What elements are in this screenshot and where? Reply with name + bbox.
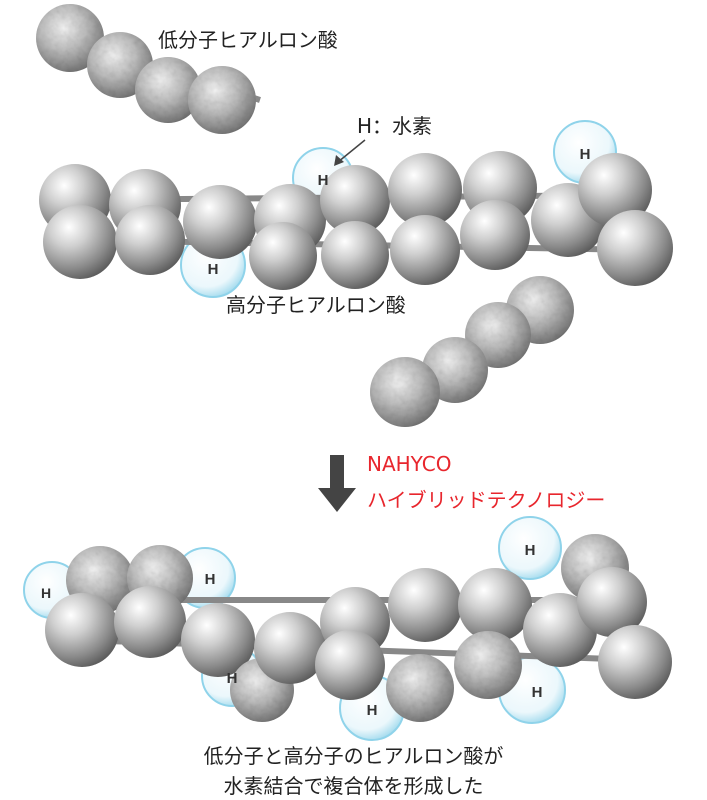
low-mw-chain-top <box>36 4 261 134</box>
low-mw-sphere <box>36 4 104 72</box>
low-mw-label: 低分子ヒアルロン酸 <box>158 28 338 52</box>
hydrogen-label: H：水素 <box>357 114 433 138</box>
low-mw-sphere <box>386 654 454 722</box>
caption-line-2: 水素結合で複合体を形成した <box>223 774 484 798</box>
high-mw-sphere <box>578 153 652 227</box>
hydrogen-symbol: H <box>367 702 378 719</box>
high-mw-sphere <box>315 630 385 700</box>
high-mw-sphere <box>43 205 117 279</box>
composite-chain: H H H H H H <box>23 516 672 741</box>
high-mw-sphere <box>598 625 672 699</box>
low-mw-sphere <box>454 631 522 699</box>
high-mw-sphere <box>114 586 186 658</box>
hydrogen-symbol: H <box>205 571 216 588</box>
high-mw-sphere <box>597 210 673 286</box>
down-arrow-icon <box>318 455 356 512</box>
low-mw-chain-right <box>370 276 574 427</box>
high-mw-sphere <box>183 185 257 259</box>
high-mw-sphere <box>249 222 317 290</box>
high-mw-sphere <box>458 568 532 642</box>
high-mw-sphere <box>45 593 119 667</box>
high-mw-sphere <box>388 568 462 642</box>
hydrogen-pointer <box>334 139 366 166</box>
high-mw-sphere <box>390 215 460 285</box>
hydrogen-symbol: H <box>318 172 329 189</box>
caption-line-1: 低分子と高分子のヒアルロン酸が <box>203 744 504 768</box>
high-mw-sphere <box>321 221 389 289</box>
brand-label: NAHYCO <box>367 452 452 476</box>
hydrogen-symbol: H <box>532 684 543 701</box>
high-mw-sphere <box>388 153 462 227</box>
high-mw-sphere <box>577 567 647 637</box>
hydrogen-symbol: H <box>208 261 219 278</box>
hydrogen-bubble-icon <box>498 516 562 580</box>
technology-label: ハイブリッドテクノロジー <box>367 488 606 512</box>
low-mw-sphere <box>370 357 440 427</box>
high-mw-sphere <box>320 165 390 235</box>
high-mw-sphere <box>460 200 530 270</box>
high-mw-sphere <box>254 612 326 684</box>
low-mw-sphere <box>188 66 256 134</box>
high-mw-chain: H H H <box>39 120 673 298</box>
hydrogen-symbol: H <box>525 542 536 559</box>
hydrogen-symbol: H <box>580 146 591 163</box>
high-mw-sphere <box>115 205 185 275</box>
high-mw-sphere <box>181 603 255 677</box>
low-mw-sphere <box>135 57 201 123</box>
high-mw-label: 高分子ヒアルロン酸 <box>226 293 406 317</box>
hydrogen-symbol: H <box>227 670 238 687</box>
hydrogen-symbol: H <box>41 585 51 601</box>
